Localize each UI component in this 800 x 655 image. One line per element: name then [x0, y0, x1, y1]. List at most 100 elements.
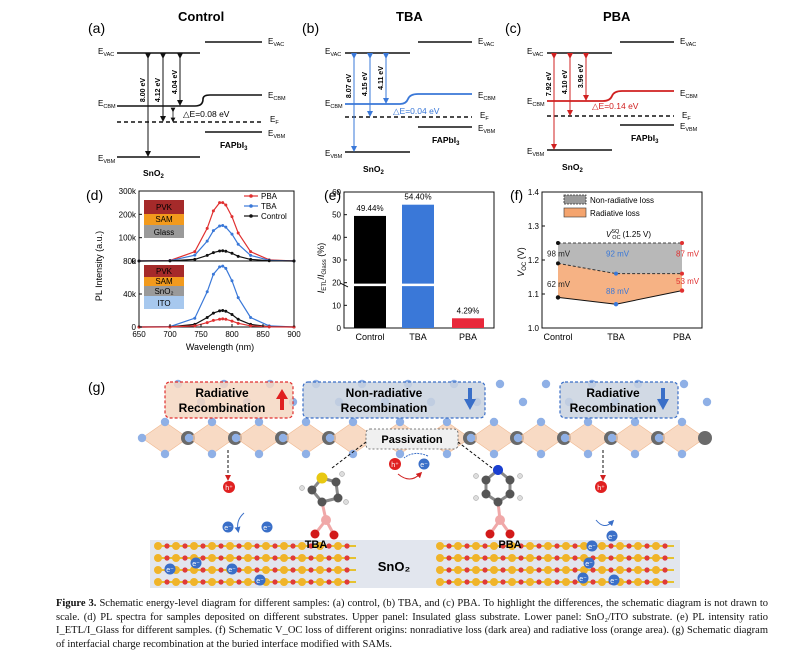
bar-tba — [402, 204, 434, 328]
svg-text:Recombination: Recombination — [341, 401, 428, 415]
tba-molecule: TBA — [299, 471, 349, 551]
pl-ytick-label: 100k — [119, 234, 137, 243]
pl-point — [218, 201, 222, 205]
svg-text:ITO: ITO — [157, 299, 170, 308]
hole-label: h⁺ — [225, 485, 233, 492]
voc-ytick-label: 1.1 — [528, 290, 540, 299]
pl-ytick-label: 0 — [132, 323, 137, 332]
voc-rad-point — [614, 271, 618, 276]
pl-point — [211, 318, 215, 322]
panel-a-letter: (a) — [88, 20, 105, 36]
voc-loss-label: 92 mV — [606, 250, 630, 259]
svg-text:TBA: TBA — [305, 539, 328, 551]
svg-text:SnO2: SnO2 — [562, 162, 583, 174]
bar-control — [354, 215, 386, 328]
panel-a: (a) Control EVAC EVAC ECBM ECBM EF EVBM … — [88, 9, 286, 180]
pl-point — [211, 209, 215, 213]
pl-point — [249, 257, 253, 261]
svg-text:SAM: SAM — [155, 277, 173, 286]
pl-point — [249, 253, 253, 257]
interface-schematic: (g) SnO₂ Radiative Recombination Non-rad… — [88, 379, 712, 588]
legend-pba: PBA — [261, 192, 278, 201]
pl-point — [221, 317, 225, 321]
caption-label: Figure 3. — [56, 598, 97, 609]
pl-ytick-label: 40k — [123, 290, 137, 299]
nonradiative-area — [558, 243, 682, 274]
pl-point — [236, 254, 240, 258]
bar-ytick-label: 10 — [332, 301, 341, 310]
voc-category-label: Control — [543, 332, 572, 342]
svg-text:PBA: PBA — [498, 539, 521, 551]
voc-legend: Non-radiative loss Radiative loss — [563, 194, 654, 218]
svg-text:EVBM: EVBM — [325, 149, 343, 160]
voc-rad-point — [680, 271, 684, 276]
svg-text:EVBM: EVBM — [527, 147, 545, 158]
energy-diagrams: (a) Control EVAC EVAC ECBM ECBM EF EVBM … — [88, 9, 698, 180]
electron-label: e⁻ — [585, 561, 593, 568]
panel-c: (c) PBA EVAC EVAC ECBM ECBM EF EVBM EVBM… — [505, 9, 698, 174]
panel-b: (b) TBA EVAC EVAC ECBM ECBM EF EVBM EVBM… — [302, 9, 496, 176]
pl-point — [221, 264, 225, 268]
box-radiative-left: Radiative Recombination — [164, 381, 294, 419]
pl-point — [224, 266, 228, 270]
pba-molecule: PBA — [473, 465, 523, 551]
pl-point — [236, 231, 240, 235]
pl-ratio-bar-chart: (e) IETL/IGlass (%) 010203040506049.44%C… — [316, 187, 495, 342]
radiative-area — [558, 263, 682, 305]
caption-text: Schematic energy-level diagram for diffe… — [56, 598, 768, 650]
pl-point — [236, 317, 240, 321]
voc-point — [613, 302, 619, 307]
panel-b-title: TBA — [396, 9, 423, 24]
electron-label: e⁻ — [610, 578, 618, 585]
passivation-box: Passivation — [365, 428, 459, 450]
bar-ytick-label: 20 — [332, 279, 341, 288]
electron-label: e⁻ — [256, 578, 264, 585]
svg-text:△E=0.08 eV: △E=0.08 eV — [183, 109, 230, 119]
svg-text:EVBM: EVBM — [478, 124, 496, 135]
upper-stack: PVK SAM Glass — [144, 200, 184, 238]
bar-ytick-label: 50 — [332, 211, 341, 220]
hole-label: h⁺ — [597, 485, 605, 492]
svg-text:ECBM: ECBM — [527, 97, 545, 108]
sno2-label: SnO₂ — [378, 559, 411, 574]
pl-spectra-chart: (d) PL Intensity (a.u.) Wavelength (nm) … — [86, 187, 301, 352]
pl-point — [205, 253, 209, 257]
pl-point — [205, 239, 209, 243]
pl-point — [211, 272, 215, 276]
svg-text:4.04 eV: 4.04 eV — [172, 70, 179, 94]
panel-f-letter: (f) — [510, 187, 523, 203]
voc-ytick-label: 1.4 — [528, 188, 540, 197]
pl-xlabel: Wavelength (nm) — [186, 342, 254, 352]
electron-label: e⁻ — [263, 525, 271, 532]
pl-xtick-label: 650 — [132, 330, 146, 339]
pl-point — [193, 324, 197, 328]
pl-point — [236, 296, 240, 300]
panel-e-letter: (e) — [324, 187, 341, 203]
svg-text:4.15 eV: 4.15 eV — [362, 72, 369, 96]
box-nonradiative: Non-radiative Recombination — [302, 381, 486, 419]
voc-loss-label: 87 mV — [676, 250, 700, 259]
pl-xtick-label: 800 — [225, 330, 239, 339]
voc-ytick-label: 1.2 — [528, 256, 540, 265]
svg-text:FAPbI3: FAPbI3 — [631, 133, 659, 145]
figure-caption: Figure 3. Schematic energy-level diagram… — [56, 597, 768, 651]
svg-text:PVK: PVK — [156, 267, 173, 276]
pl-point — [292, 259, 296, 263]
pl-point — [224, 225, 228, 229]
pl-point — [236, 242, 240, 246]
bar-ytick-label: 40 — [332, 233, 341, 242]
pl-xtick-label: 750 — [194, 330, 208, 339]
pl-point — [218, 249, 222, 253]
voc-ylabel: VOC (V) — [516, 247, 528, 277]
pl-point — [249, 250, 253, 254]
pl-ytick-label: 200k — [119, 210, 137, 219]
bar-value-label: 4.29% — [457, 306, 480, 315]
voc-loss-label: 53 mV — [676, 277, 700, 286]
electron-label: e⁻ — [224, 525, 232, 532]
svg-text:8.00 eV: 8.00 eV — [140, 78, 147, 102]
pl-point — [205, 226, 209, 230]
bar-ytick-label: 0 — [337, 324, 342, 333]
svg-text:8.07 eV: 8.07 eV — [346, 74, 353, 98]
pl-point — [205, 290, 209, 294]
box-radiative-right: Radiative Recombination — [559, 381, 679, 419]
